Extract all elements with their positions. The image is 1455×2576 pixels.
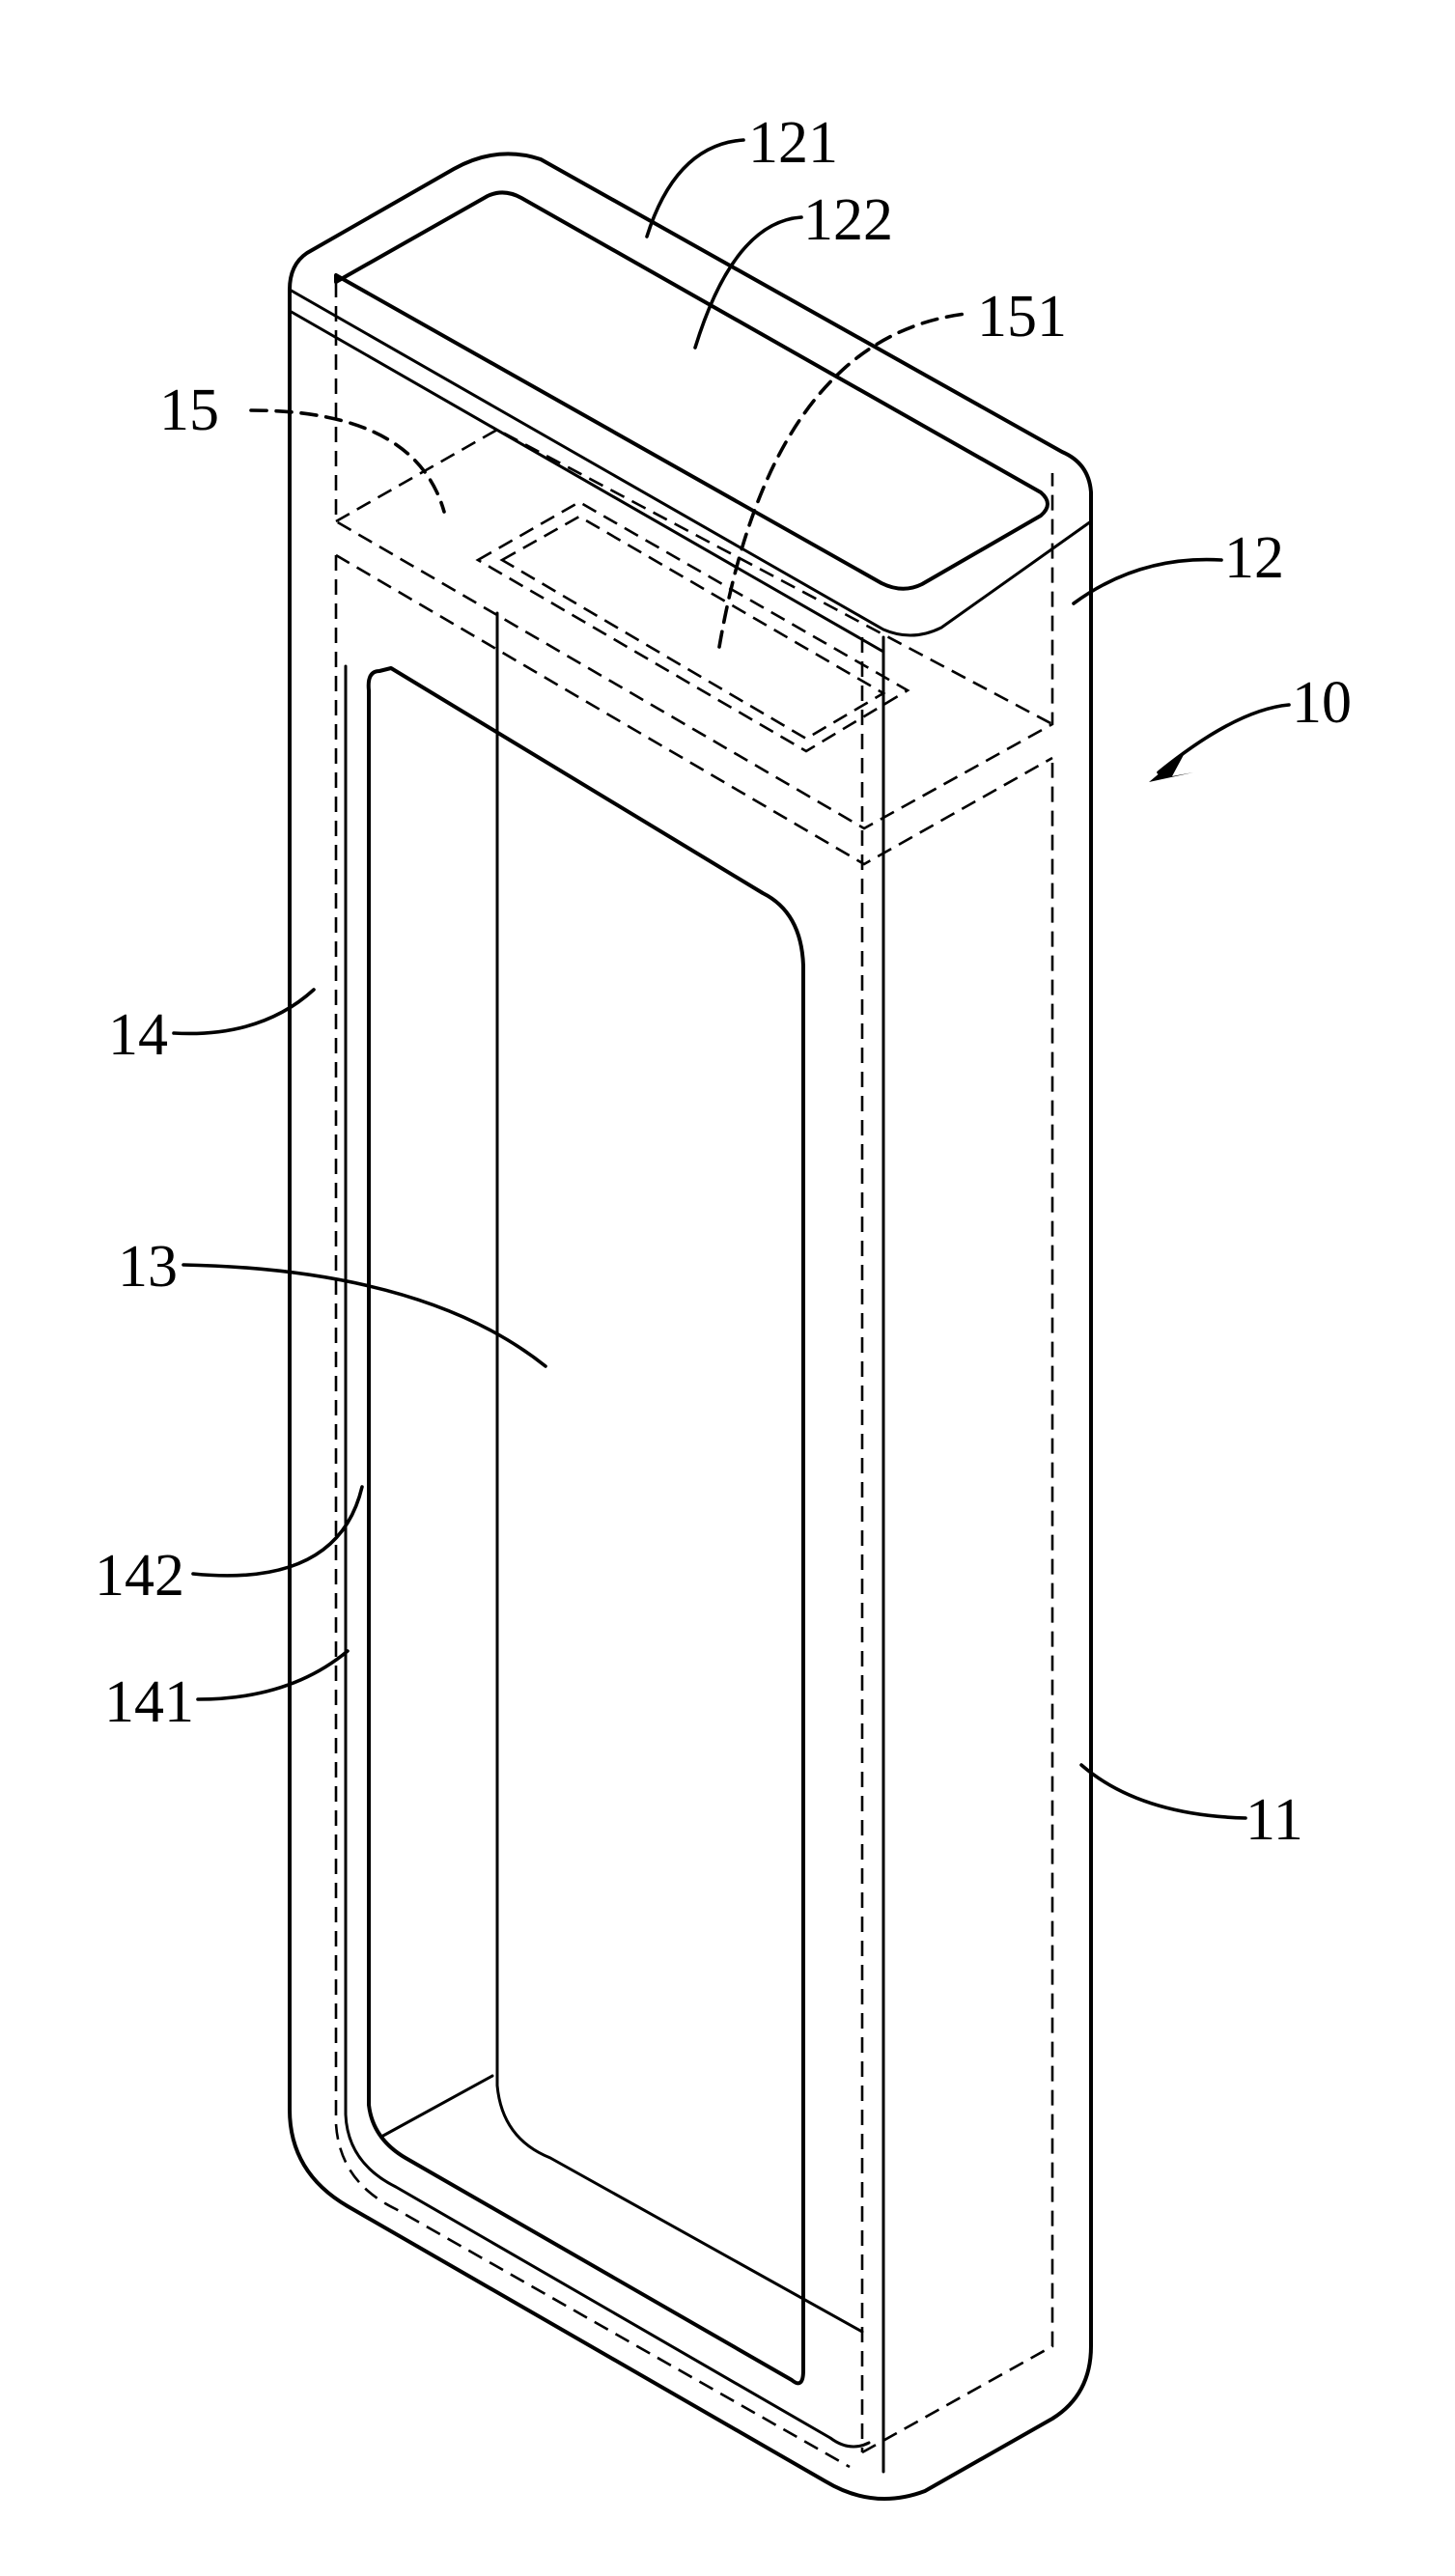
top-rim-outline: [290, 290, 1091, 635]
compartment-bottom: [336, 555, 1052, 864]
label-121: 121: [748, 110, 838, 176]
leader-13: [183, 1265, 546, 1366]
leader-151: [719, 314, 965, 647]
leader-15: [251, 410, 444, 512]
compartment-top: [336, 282, 1052, 828]
label-15: 15: [159, 378, 219, 443]
label-14: 14: [108, 1002, 168, 1068]
leader-121: [647, 140, 743, 237]
window-panel: [369, 668, 803, 2383]
compartment-mid: [336, 430, 1052, 724]
leader-11: [1081, 1765, 1245, 1818]
top-opening: [336, 192, 1048, 588]
side-frame-outer: [346, 666, 869, 2447]
leader-14: [174, 990, 314, 1033]
label-151: 151: [977, 284, 1067, 350]
label-122: 122: [803, 187, 893, 253]
leader-12: [1074, 560, 1221, 603]
label-142: 142: [95, 1543, 184, 1609]
label-10: 10: [1292, 670, 1352, 736]
leader-141: [198, 1651, 348, 1699]
top-rim-inner-edge: [290, 311, 883, 652]
label-12: 12: [1224, 525, 1284, 591]
housing-body: [290, 154, 1091, 2499]
label-141: 141: [104, 1669, 194, 1735]
label-13: 13: [118, 1234, 178, 1300]
rear-inner-edge: [497, 613, 862, 2332]
arrowhead-10: [1149, 751, 1193, 782]
bottom-inner-outline: [381, 2076, 492, 2137]
recess-outer: [478, 502, 908, 751]
bottom-right-edge: [862, 763, 1052, 2452]
label-11: 11: [1245, 1787, 1303, 1853]
